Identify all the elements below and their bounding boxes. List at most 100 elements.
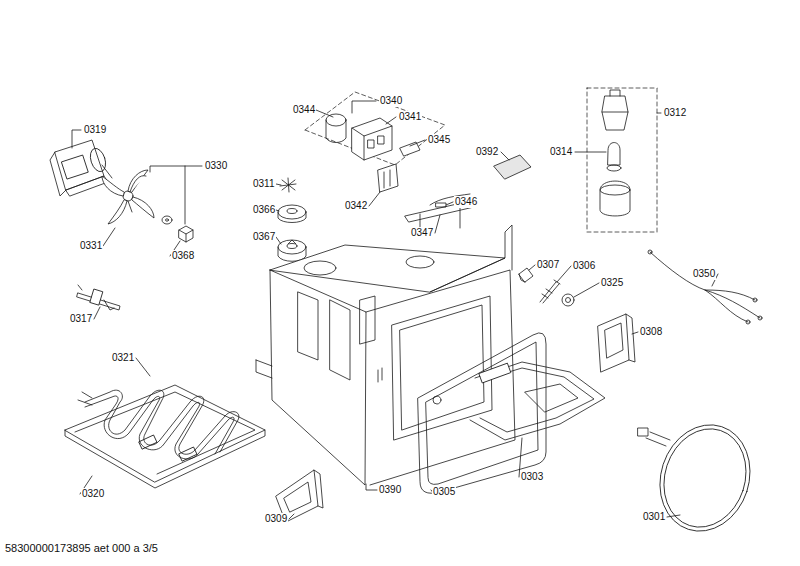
- fan-blade: [102, 170, 154, 224]
- wire-harness: [753, 298, 757, 302]
- frame-tube: [418, 333, 546, 493]
- oven-lamp: [587, 88, 657, 232]
- drawing-number: 58300000173895 aet 000 a 3/5: [4, 542, 159, 555]
- oven-housing: [406, 256, 434, 268]
- callout-number: 0309: [264, 513, 288, 525]
- knob: [288, 240, 296, 244]
- top-heating-element: [470, 362, 605, 440]
- fan-blade: [128, 170, 148, 192]
- bottom-heater: [179, 447, 197, 461]
- callout-number: 0366: [252, 204, 276, 216]
- oven-lamp: [602, 96, 628, 130]
- leader-lines: [276, 237, 281, 244]
- callout-number: 0350: [692, 268, 716, 280]
- leader-lines: [410, 140, 425, 146]
- mounting-bracket: [626, 314, 635, 362]
- mounting-bracket: [605, 323, 623, 358]
- fan-motor: [62, 155, 88, 179]
- fan-blade: [128, 201, 132, 212]
- screw: [540, 280, 560, 303]
- oven-lamp: [600, 181, 630, 216]
- leader-lines: [369, 192, 380, 206]
- callout-number: 0367: [252, 231, 276, 243]
- fan-motor: [102, 165, 112, 178]
- knob: [278, 240, 306, 254]
- knob: [278, 240, 306, 261]
- callout-number: 0345: [427, 134, 451, 146]
- oven-housing: [304, 261, 336, 275]
- fan-motor: [50, 140, 112, 196]
- bottom-heater: [78, 392, 92, 405]
- callout-number: 0330: [204, 160, 228, 172]
- bottom-heater: [65, 385, 265, 488]
- fan-blade: [102, 176, 124, 196]
- bracket-bar: [436, 203, 446, 207]
- bottom-heater: [75, 392, 255, 474]
- oven-housing: [400, 305, 484, 430]
- leader-lines: [72, 101, 718, 519]
- callout-number: 0307: [536, 259, 560, 271]
- cover-plate: [494, 155, 531, 179]
- frame-tube: [433, 396, 441, 404]
- ring-heating-element: [646, 432, 670, 446]
- callout-number: 0368: [171, 250, 195, 262]
- callout-number: 0305: [432, 486, 456, 498]
- leader-lines: [435, 215, 440, 233]
- mounting-bracket: [314, 470, 323, 508]
- oven-lamp: [600, 185, 630, 195]
- knob-spring: [280, 178, 296, 192]
- fan-blade: [108, 200, 127, 224]
- callout-number: 0340: [379, 95, 403, 107]
- knob: [287, 244, 297, 249]
- mounting-bracket: [598, 314, 629, 372]
- nut: [179, 230, 193, 242]
- wire-harness: [746, 320, 750, 324]
- fan-motor: [66, 176, 108, 196]
- screw: [540, 282, 559, 303]
- nut: [179, 226, 193, 242]
- spacer: [519, 268, 533, 282]
- spacer: [519, 274, 525, 282]
- oven-housing: [270, 245, 505, 292]
- switch-assembly: [305, 92, 445, 165]
- oven-housing: [298, 292, 350, 380]
- leader-lines: [657, 113, 661, 114]
- oven-lamp: [607, 165, 621, 171]
- nut: [179, 226, 193, 242]
- callout-number: 0341: [398, 111, 422, 123]
- knob-spring: [280, 178, 296, 192]
- fan-blade: [130, 176, 146, 192]
- ring-heating-element: [638, 413, 764, 543]
- sensor: [77, 285, 120, 310]
- leader-lines: [352, 101, 376, 113]
- leader-lines: [632, 332, 638, 334]
- switch-assembly: [352, 126, 392, 160]
- callout-number: 0344: [292, 104, 316, 116]
- knob: [278, 205, 306, 223]
- oven-lamp: [602, 90, 628, 112]
- oven-housing: [360, 296, 375, 344]
- oven-housing: [430, 225, 512, 292]
- cover-plate: [494, 155, 531, 179]
- bottom-heater: [85, 396, 234, 459]
- callout-number: 0301: [642, 511, 666, 523]
- oven-housing: [270, 270, 366, 485]
- mounting-bracket: [284, 482, 311, 512]
- leader-lines: [276, 210, 279, 211]
- callout-number: 0346: [454, 196, 478, 208]
- knob: [287, 209, 297, 214]
- cap: [566, 298, 571, 303]
- leader-lines: [667, 515, 680, 517]
- callout-number: 0311: [252, 178, 276, 190]
- leader-lines: [72, 130, 81, 148]
- washer: [166, 219, 169, 221]
- wire-harness: [650, 252, 760, 318]
- switch-assembly: [378, 164, 398, 192]
- ring-heating-element: [652, 418, 759, 538]
- fan-blade: [132, 197, 154, 218]
- bottom-heater: [65, 430, 265, 488]
- callout-number: 0320: [81, 488, 105, 500]
- oven-lamp: [587, 88, 657, 232]
- top-heating-element: [470, 362, 605, 440]
- leader-lines: [366, 484, 377, 490]
